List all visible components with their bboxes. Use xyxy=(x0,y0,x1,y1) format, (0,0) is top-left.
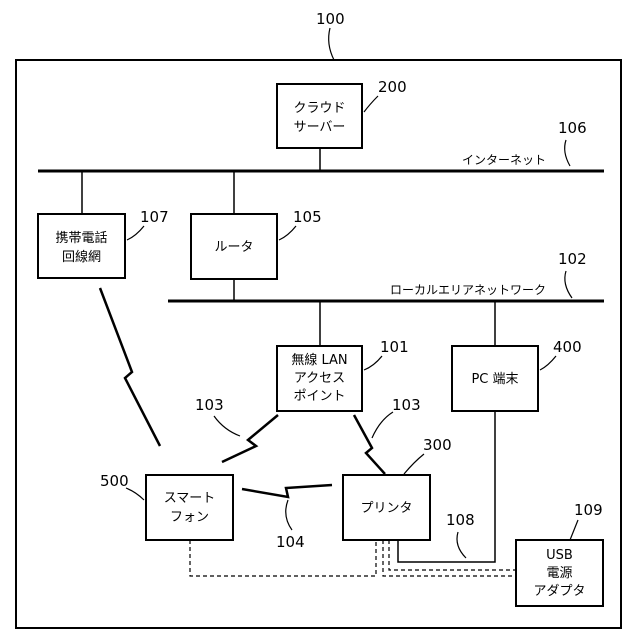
usb-adapter-label-line3: アダプタ xyxy=(533,584,585,599)
figure-ref-label: 100 xyxy=(316,10,345,28)
lan-ref-leader xyxy=(565,271,572,298)
cloud-server-ref: 200 xyxy=(378,78,407,96)
access-point-ref: 101 xyxy=(380,338,409,356)
usb-adapter-node: USB 電源 アダプタ xyxy=(516,540,603,606)
usb-adapter-label-line1: USB xyxy=(546,548,573,563)
pc-label: PC 端末 xyxy=(471,372,518,387)
cloud-server-node: クラウド サーバー xyxy=(277,84,362,148)
ap-printer-wireless-ref: 103 xyxy=(392,396,421,414)
mobile-network-label-line1: 携帯電話 xyxy=(55,230,107,246)
smartphone-printer-wireless xyxy=(242,485,332,497)
smartphone-printer-wireless-leader xyxy=(286,500,292,530)
internet-ref-leader xyxy=(565,140,570,166)
smartphone-ref: 500 xyxy=(100,472,129,490)
router-label: ルータ xyxy=(214,240,253,255)
printer-node: プリンタ xyxy=(343,475,430,540)
pc-ref: 400 xyxy=(553,338,582,356)
ap-smartphone-wireless-leader xyxy=(214,416,240,436)
smartphone-label-line1: スマート xyxy=(164,491,216,506)
figure-ref-leader xyxy=(329,28,334,60)
cloud-server-label-line2: サーバー xyxy=(294,120,346,135)
smartphone-node: スマート フォン xyxy=(146,475,233,540)
router-ref: 105 xyxy=(293,208,322,226)
internet-label: インターネット xyxy=(462,153,546,167)
usb-adapter-label-line2: 電源 xyxy=(546,566,572,581)
printer-power-line-b xyxy=(389,540,516,570)
printer-ref: 300 xyxy=(423,436,452,454)
smartphone-box xyxy=(146,475,233,540)
access-point-label-line1: 無線 LAN xyxy=(291,352,347,368)
pc-leader xyxy=(540,356,556,370)
mobile-network-leader xyxy=(127,226,144,240)
mobile-network-label-line2: 回線網 xyxy=(62,249,101,265)
usb-adapter-ref: 109 xyxy=(574,501,603,519)
printer-label: プリンタ xyxy=(360,501,412,516)
cloud-server-box xyxy=(277,84,362,148)
router-leader xyxy=(279,226,296,240)
mobile-network-box xyxy=(38,214,125,278)
smartphone-printer-wireless-ref: 104 xyxy=(276,533,305,551)
access-point-leader xyxy=(364,356,382,370)
mobile-smartphone-wireless xyxy=(100,288,160,446)
access-point-label-line2: アクセス xyxy=(294,371,345,386)
smartphone-leader xyxy=(126,488,144,500)
lan-label: ローカルエリアネットワーク xyxy=(390,283,546,297)
pc-printer-cable-ref: 108 xyxy=(446,511,475,529)
access-point-node: 無線 LAN アクセス ポイント xyxy=(277,346,362,411)
access-point-label-line3: ポイント xyxy=(293,389,345,404)
printer-leader xyxy=(404,454,424,474)
cloud-server-label-line1: クラウド xyxy=(293,101,345,116)
pc-node: PC 端末 xyxy=(452,346,538,411)
usb-adapter-leader xyxy=(570,520,578,540)
router-node: ルータ xyxy=(191,214,277,279)
mobile-network-ref: 107 xyxy=(140,208,169,226)
smartphone-label-line2: フォン xyxy=(170,510,209,525)
internet-ref: 106 xyxy=(558,119,587,137)
ap-smartphone-wireless xyxy=(222,415,278,462)
cloud-server-leader xyxy=(364,96,378,112)
ap-printer-wireless-leader xyxy=(372,412,393,438)
mobile-network-node: 携帯電話 回線網 xyxy=(38,214,125,278)
lan-ref: 102 xyxy=(558,250,587,268)
ap-smartphone-wireless-ref: 103 xyxy=(195,396,224,414)
pc-printer-cable-leader xyxy=(457,532,466,558)
